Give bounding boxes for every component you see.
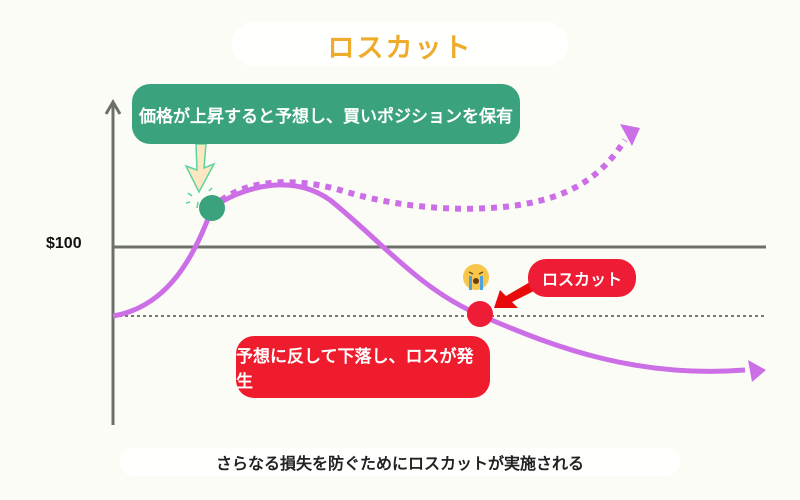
losscut-tag: ロスカット: [528, 259, 636, 297]
caption-background: [120, 448, 680, 476]
crying-face-icon: [463, 264, 489, 290]
arrow-down-icon: [184, 143, 216, 194]
page-title: ロスカット: [327, 33, 473, 64]
losscut-point: [467, 301, 493, 327]
buy-position-annotation: 価格が上昇すると予想し、買いポジションを保有: [132, 84, 520, 144]
entry-point: [199, 195, 225, 221]
caption: さらなる損失を防ぐためにロスカットが実施される: [215, 454, 584, 473]
arrow-pointer-icon: [494, 282, 536, 308]
losscut-tag-text: ロスカット: [541, 270, 622, 289]
expected-price-path: [209, 138, 628, 212]
buy-position-text: 価格が上昇すると予想し、買いポジションを保有: [139, 106, 513, 127]
y-axis-label-100: $100: [46, 235, 82, 252]
y-axis-arrow-icon: [104, 99, 122, 115]
expected-arrow-head-icon: [620, 124, 640, 146]
loss-occurs-text: 予想に反して下落し、ロスが発生: [236, 347, 474, 392]
loss-occurs-annotation: 予想に反して下落し、ロスが発生: [236, 336, 490, 398]
actual-arrow-head-icon: [748, 360, 766, 382]
sparkle-icon: [185, 187, 213, 209]
actual-price-path: [112, 182, 746, 374]
title-background: [232, 22, 568, 66]
